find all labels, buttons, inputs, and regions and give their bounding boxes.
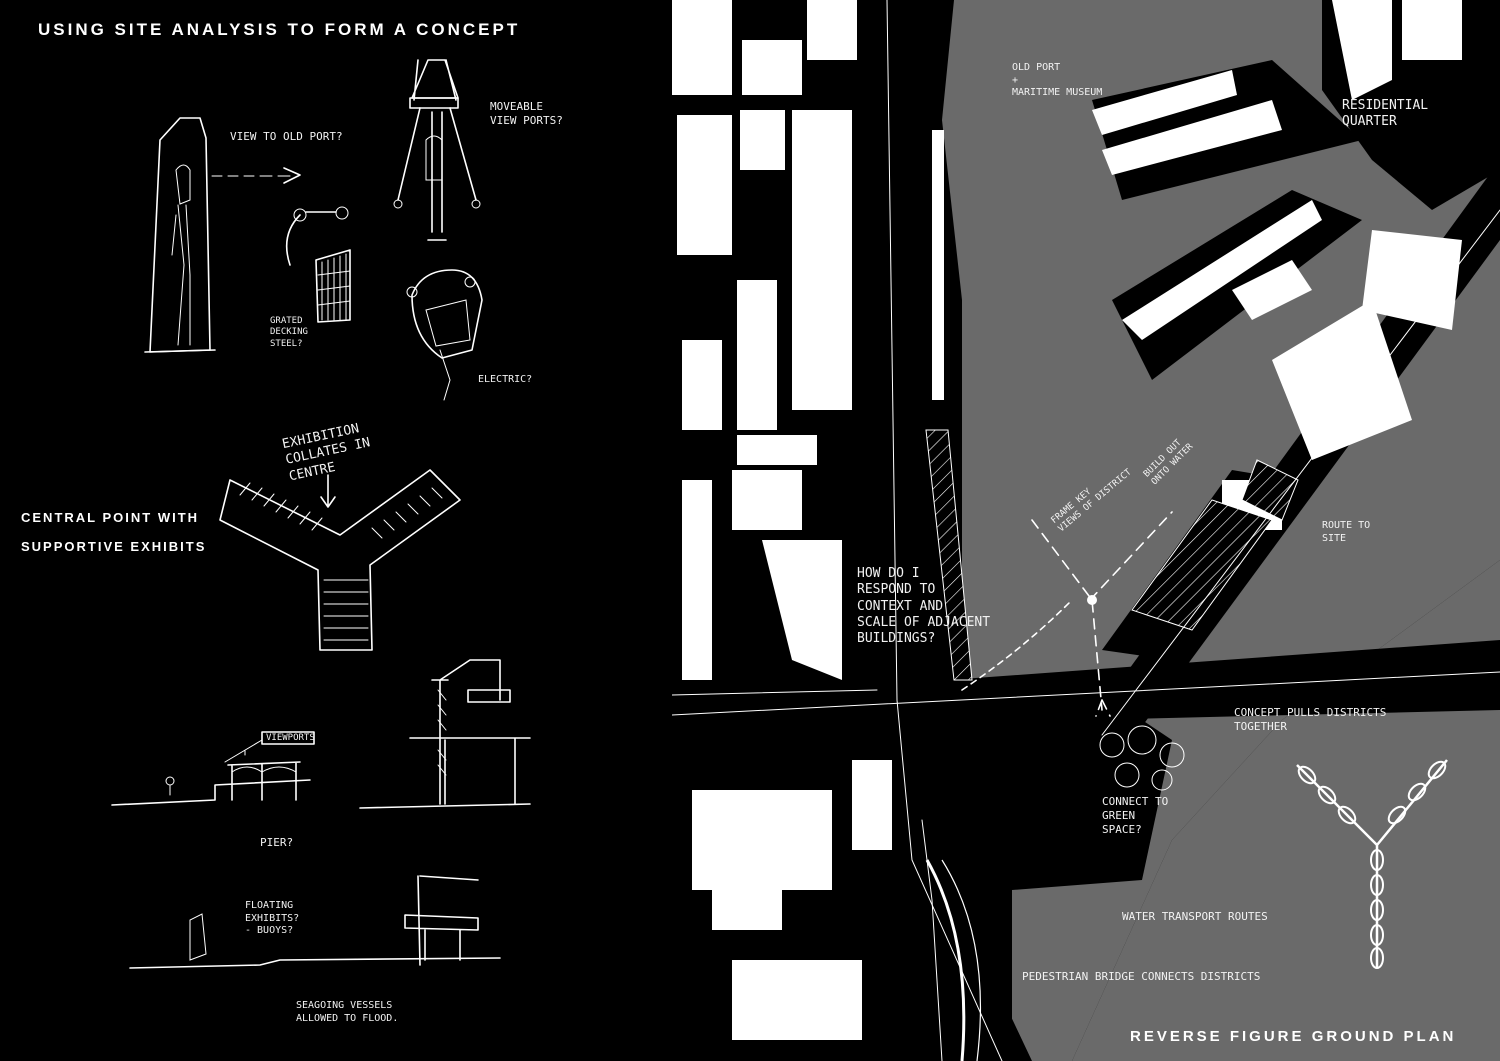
plan-title: REVERSE FIGURE GROUND PLAN — [1130, 1028, 1457, 1045]
building-footprints — [672, 0, 1462, 1040]
note-pier: PIER? — [260, 836, 294, 849]
figure-ground-map — [672, 0, 1500, 1061]
hatched-building — [925, 429, 973, 681]
rotating-pod-sketch — [406, 269, 483, 401]
viewing-tower-sketch — [144, 117, 301, 353]
note-view-old-port: VIEW TO OLD PORT? — [230, 130, 343, 143]
concept-label-line1: CENTRAL POINT WITH — [21, 510, 200, 525]
concept-sketches — [111, 59, 531, 969]
note-old-port: OLD PORT + MARITIME MUSEUM — [1012, 62, 1103, 98]
note-bridge: PEDESTRIAN BRIDGE CONNECTS DISTRICTS — [1022, 970, 1261, 983]
note-connect-green: CONNECT TO GREEN SPACE? — [1102, 795, 1169, 836]
chain-y-concept — [1296, 759, 1448, 969]
note-seaboard: SEAGOING VESSELS ALLOWED TO FLOOD. — [296, 1000, 399, 1024]
concept-label-line2: SUPPORTIVE EXHIBITS — [21, 539, 207, 554]
note-electric: ELECTRIC? — [478, 374, 533, 385]
note-floating: FLOATING EXHIBITS? - BUOYS? — [245, 900, 300, 936]
note-how-respond: HOW DO I RESPOND TO CONTEXT AND SCALE OF… — [857, 566, 991, 646]
lattice-tower-sketch — [393, 59, 481, 241]
note-grated: GRATED DECKING STEEL? — [270, 316, 308, 349]
note-water-transport: WATER TRANSPORT ROUTES — [1122, 910, 1268, 923]
note-viewports: VIEWPORTS — [266, 733, 315, 743]
concept-sketch-panel: USING SITE ANALYSIS TO FORM A CONCEPT — [0, 0, 672, 1061]
note-route: ROUTE TO SITE — [1322, 520, 1371, 544]
note-concept-pulls: CONCEPT PULLS DISTRICTS TOGETHER — [1234, 706, 1387, 733]
note-moveable: MOVEABLE VIEW PORTS? — [490, 100, 563, 127]
grated-platform-sketch — [285, 206, 351, 323]
figure-ground-plan-panel: OLD PORT + MARITIME MUSEUM RESIDENTIAL Q… — [672, 0, 1500, 1061]
y-plan-sketch — [219, 469, 461, 651]
pier-section-sketch — [111, 731, 315, 806]
hatched-site — [1131, 499, 1273, 631]
floating-section-sketch — [129, 875, 501, 969]
crane-section-sketch — [359, 659, 531, 809]
note-residential: RESIDENTIAL QUARTER — [1342, 98, 1429, 130]
sheet-title: USING SITE ANALYSIS TO FORM A CONCEPT — [38, 20, 521, 39]
